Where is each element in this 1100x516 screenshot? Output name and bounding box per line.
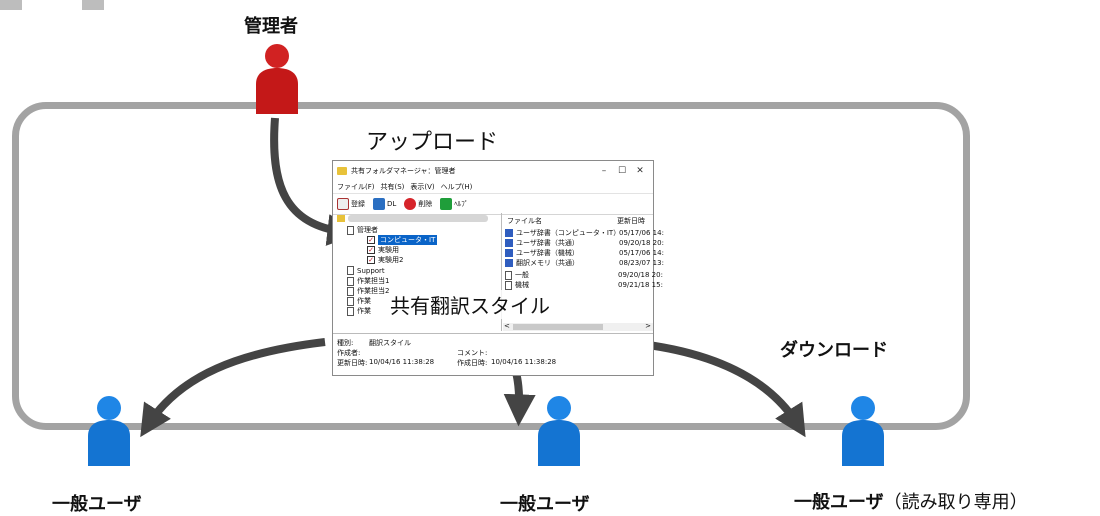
- window-titlebar: 共有フォルダマネージャ：管理者 – ☐ ✕: [333, 161, 653, 181]
- menu-bar: ファイル(F) 共有(S) 表示(V) ヘルプ(H): [333, 181, 653, 193]
- menu-view[interactable]: 表示(V): [410, 183, 435, 191]
- register-icon: [337, 198, 349, 210]
- download-arrow-right: [621, 338, 806, 438]
- shared-folder-manager-window: 共有フォルダマネージャ：管理者 – ☐ ✕ ファイル(F) 共有(S) 表示(V…: [332, 160, 664, 376]
- document-icon: [347, 276, 354, 286]
- shared-area-frame: [12, 102, 970, 430]
- help-button[interactable]: ﾍﾙﾌﾟ: [440, 198, 468, 210]
- checked-icon: ✓: [367, 236, 375, 244]
- help-icon: [440, 198, 453, 210]
- column-header-name[interactable]: ファイル名: [507, 217, 542, 225]
- property-panel: 種別: 翻訳スタイル 作成者: コメント: 更新日時: 10/04/16 11:…: [333, 333, 653, 376]
- tree-item-work3[interactable]: 作業: [347, 296, 371, 306]
- horizontal-scrollbar[interactable]: < >: [503, 322, 653, 331]
- file-list: ファイル名 更新日時 ユーザ辞書（コンピュータ・IT） 05/17/06 14:…: [503, 213, 664, 331]
- tree-item-test[interactable]: ✓ 実験用: [367, 246, 399, 254]
- toolbar: 登録 DL 削除 ﾍﾙﾌﾟ: [333, 193, 653, 215]
- user-label-left: 一般ユーザ: [52, 494, 142, 515]
- menu-help[interactable]: ヘルプ(H): [440, 183, 473, 191]
- folder-icon: [337, 215, 345, 222]
- updated-value: 10/04/16 11:38:28: [369, 358, 435, 366]
- document-icon: [347, 306, 354, 316]
- upload-label: アップロード: [366, 130, 499, 155]
- decorative-bar: [0, 0, 22, 10]
- download-icon: [373, 198, 385, 210]
- memory-icon: [505, 259, 513, 267]
- tree-item-support[interactable]: Support: [347, 266, 385, 275]
- close-button[interactable]: ✕: [636, 166, 644, 176]
- tree-item-admin[interactable]: 管理者: [347, 225, 378, 235]
- file-row[interactable]: 一般 09/20/18 20:: [505, 270, 663, 280]
- document-icon: [347, 296, 354, 306]
- blurred-root-name: [348, 215, 488, 222]
- readonly-note: （読み取り専用）: [883, 492, 1028, 513]
- author-label: 作成者:: [337, 349, 361, 357]
- user-figure-icon: [88, 396, 130, 466]
- shared-style-caption: 共有翻訳スタイル: [390, 290, 550, 319]
- folder-icon: [337, 167, 347, 175]
- folder-tree: 管理者 ✓ コンピュータ・IT ✓ 実験用 ✓ 実験用2 Support 作業担…: [333, 213, 502, 331]
- admin-figure-icon: [256, 44, 298, 114]
- created-label: 作成日時:: [457, 359, 488, 367]
- document-icon: [347, 225, 354, 235]
- scroll-left-button[interactable]: <: [504, 322, 510, 330]
- kind-value: 翻訳スタイル: [369, 339, 411, 347]
- file-row[interactable]: ユーザ辞書（コンピュータ・IT） 05/17/06 14:: [505, 228, 664, 238]
- file-row[interactable]: 翻訳メモリ（共通） 08/23/07 13:: [505, 258, 664, 268]
- menu-share[interactable]: 共有(S): [380, 183, 405, 191]
- tree-item-computer-it[interactable]: ✓ コンピュータ・IT: [367, 235, 438, 245]
- scroll-thumb[interactable]: [513, 324, 603, 330]
- tree-item-test2[interactable]: ✓ 実験用2: [367, 256, 404, 264]
- tree-item-work2[interactable]: 作業担当2: [347, 286, 389, 296]
- file-row[interactable]: 機械 09/21/18 15:: [505, 280, 663, 290]
- dictionary-icon: [505, 239, 513, 247]
- window-title: 共有フォルダマネージャ：管理者: [351, 167, 456, 175]
- delete-button[interactable]: 削除: [404, 198, 432, 210]
- minimize-button[interactable]: –: [601, 166, 607, 176]
- checked-icon: ✓: [367, 246, 375, 254]
- user-label-right-group: 一般ユーザ（読み取り専用）: [794, 488, 1028, 514]
- register-button[interactable]: 登録: [337, 198, 365, 210]
- main-panes: 管理者 ✓ コンピュータ・IT ✓ 実験用 ✓ 実験用2 Support 作業担…: [333, 213, 664, 331]
- style-icon: [505, 270, 512, 280]
- user-label-right: 一般ユーザ: [794, 492, 884, 513]
- user-figure-icon: [538, 396, 580, 466]
- download-button[interactable]: DL: [373, 198, 396, 210]
- updated-label: 更新日時:: [337, 359, 368, 367]
- checked-icon: ✓: [367, 256, 375, 264]
- tree-item-work1[interactable]: 作業担当1: [347, 276, 389, 286]
- user-label-center: 一般ユーザ: [500, 494, 590, 515]
- file-row[interactable]: ユーザ辞書（共通） 09/20/18 20:: [505, 238, 664, 248]
- dictionary-icon: [505, 249, 513, 257]
- decorative-bar: [82, 0, 104, 10]
- document-icon: [347, 266, 354, 275]
- admin-label: 管理者: [244, 16, 298, 37]
- style-icon: [505, 280, 512, 290]
- created-value: 10/04/16 11:38:28: [491, 358, 557, 366]
- dictionary-icon: [505, 229, 513, 237]
- user-figure-icon: [842, 396, 884, 466]
- scroll-right-button[interactable]: >: [645, 322, 651, 330]
- tree-root[interactable]: [337, 215, 488, 222]
- delete-icon: [404, 198, 417, 210]
- menu-file[interactable]: ファイル(F): [337, 183, 375, 191]
- document-icon: [347, 286, 354, 296]
- maximize-button[interactable]: ☐: [617, 166, 627, 176]
- file-row[interactable]: ユーザ辞書（機械） 05/17/06 14:: [505, 248, 664, 258]
- download-label: ダウンロード: [780, 340, 888, 361]
- kind-label: 種別:: [337, 339, 354, 347]
- column-header-date[interactable]: 更新日時: [617, 217, 645, 225]
- comment-label: コメント:: [457, 349, 488, 357]
- download-arrow-left: [140, 338, 326, 438]
- upload-arrow: [270, 117, 360, 246]
- tree-item-work4[interactable]: 作業: [347, 306, 371, 316]
